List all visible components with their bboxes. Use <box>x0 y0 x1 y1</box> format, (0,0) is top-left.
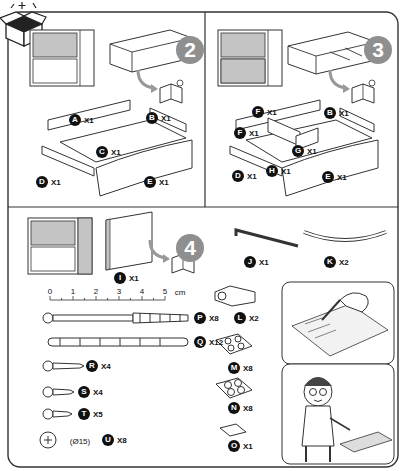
part-letter: C <box>96 146 108 158</box>
ruler-mark: 5 <box>163 287 167 296</box>
part-callout: DX1 <box>232 170 257 182</box>
part-quantity: X4 <box>101 362 111 371</box>
part-quantity: X8 <box>243 364 253 373</box>
part-callout: FX1 <box>252 106 277 118</box>
part-letter: B <box>324 107 336 119</box>
part-quantity: X1 <box>259 258 269 267</box>
part-quantity: X1 <box>281 167 291 176</box>
part-callout: RX4 <box>86 360 111 372</box>
part-letter: U <box>102 434 114 446</box>
part-callout: GX1 <box>292 145 317 157</box>
part-letter: T <box>78 408 90 420</box>
diameter-label: (Ø15) <box>70 437 90 446</box>
part-letter: E <box>144 176 156 188</box>
part-callout: LX2 <box>234 312 259 324</box>
part-callout: MX8 <box>228 362 253 374</box>
part-quantity: X1 <box>159 178 169 187</box>
part-letter: N <box>228 402 240 414</box>
part-letter: R <box>86 360 98 372</box>
part-letter: K <box>324 256 336 268</box>
part-letter: I <box>114 272 126 284</box>
part-callout: KX2 <box>324 256 349 268</box>
part-letter: H <box>266 165 278 177</box>
part-letter: B <box>146 112 158 124</box>
part-callout: AX1 <box>69 114 94 126</box>
part-quantity: X1 <box>249 129 259 138</box>
part-letter: D <box>232 170 244 182</box>
part-letter: D <box>36 176 48 188</box>
part-quantity: X8 <box>209 314 219 323</box>
part-letter: M <box>228 362 240 374</box>
ruler-mark: 4 <box>140 287 144 296</box>
part-quantity: X5 <box>93 410 103 419</box>
part-letter: L <box>234 312 246 324</box>
part-quantity: X1 <box>339 109 349 118</box>
part-quantity: X8 <box>243 404 253 413</box>
part-letter: P <box>194 312 206 324</box>
part-quantity: X1 <box>111 148 121 157</box>
part-letter: F <box>252 106 264 118</box>
part-callout: HX1 <box>266 165 291 177</box>
part-letter: A <box>69 114 81 126</box>
hint-panel <box>282 282 394 464</box>
part-callout: BX1 <box>324 107 349 119</box>
ruler-mark: cm <box>175 288 186 297</box>
part-callout: BX1 <box>146 112 171 124</box>
part-quantity: X1 <box>51 178 61 187</box>
part-quantity: X8 <box>117 436 127 445</box>
part-quantity: X2 <box>339 258 349 267</box>
part-letter: E <box>322 171 334 183</box>
part-quantity: X12 <box>209 338 223 347</box>
part-quantity: X1 <box>337 173 347 182</box>
step-number: 3 <box>364 36 392 64</box>
part-quantity: X1 <box>243 442 253 451</box>
part-letter: J <box>244 256 256 268</box>
part-callout: PX8 <box>194 312 219 324</box>
part-quantity: X1 <box>129 274 139 283</box>
part-quantity: X4 <box>93 388 103 397</box>
part-callout: TX5 <box>78 408 103 420</box>
step-panel: 3FX1BX1FX1GX1HX1DX1EX1 <box>205 20 395 207</box>
ruler-mark: 2 <box>94 287 98 296</box>
part-quantity: X1 <box>84 116 94 125</box>
ruler-mark: 1 <box>71 287 75 296</box>
part-callout: EX1 <box>144 176 169 188</box>
ruler-mark: 3 <box>117 287 121 296</box>
part-callout: JX1 <box>244 256 269 268</box>
part-callout: CX1 <box>96 146 121 158</box>
step-panel: 4JX1KX2IX1PX8LX2QX12RX4MX8SX4NX8TX5UX8OX… <box>18 207 395 465</box>
part-callout: QX12 <box>194 336 223 348</box>
part-letter: O <box>228 440 240 452</box>
part-callout: NX8 <box>228 402 253 414</box>
part-quantity: X1 <box>307 147 317 156</box>
part-quantity: X1 <box>267 108 277 117</box>
step-panel: 2AX1BX1CX1DX1EX1 <box>18 20 205 207</box>
part-letter: S <box>78 386 90 398</box>
part-letter: F <box>234 127 246 139</box>
part-letter: Q <box>194 336 206 348</box>
step-number: 4 <box>176 234 204 262</box>
part-callout: EX1 <box>322 171 347 183</box>
ruler-mark: 0 <box>48 287 52 296</box>
part-callout: SX4 <box>78 386 103 398</box>
part-quantity: X1 <box>247 172 257 181</box>
part-callout: FX1 <box>234 127 259 139</box>
part-quantity: X1 <box>161 114 171 123</box>
part-quantity: X2 <box>249 314 259 323</box>
part-callout: DX1 <box>36 176 61 188</box>
part-callout: UX8 <box>102 434 127 446</box>
part-letter: G <box>292 145 304 157</box>
part-callout: OX1 <box>228 440 253 452</box>
part-callout: IX1 <box>114 272 139 284</box>
step-number: 2 <box>176 36 204 64</box>
